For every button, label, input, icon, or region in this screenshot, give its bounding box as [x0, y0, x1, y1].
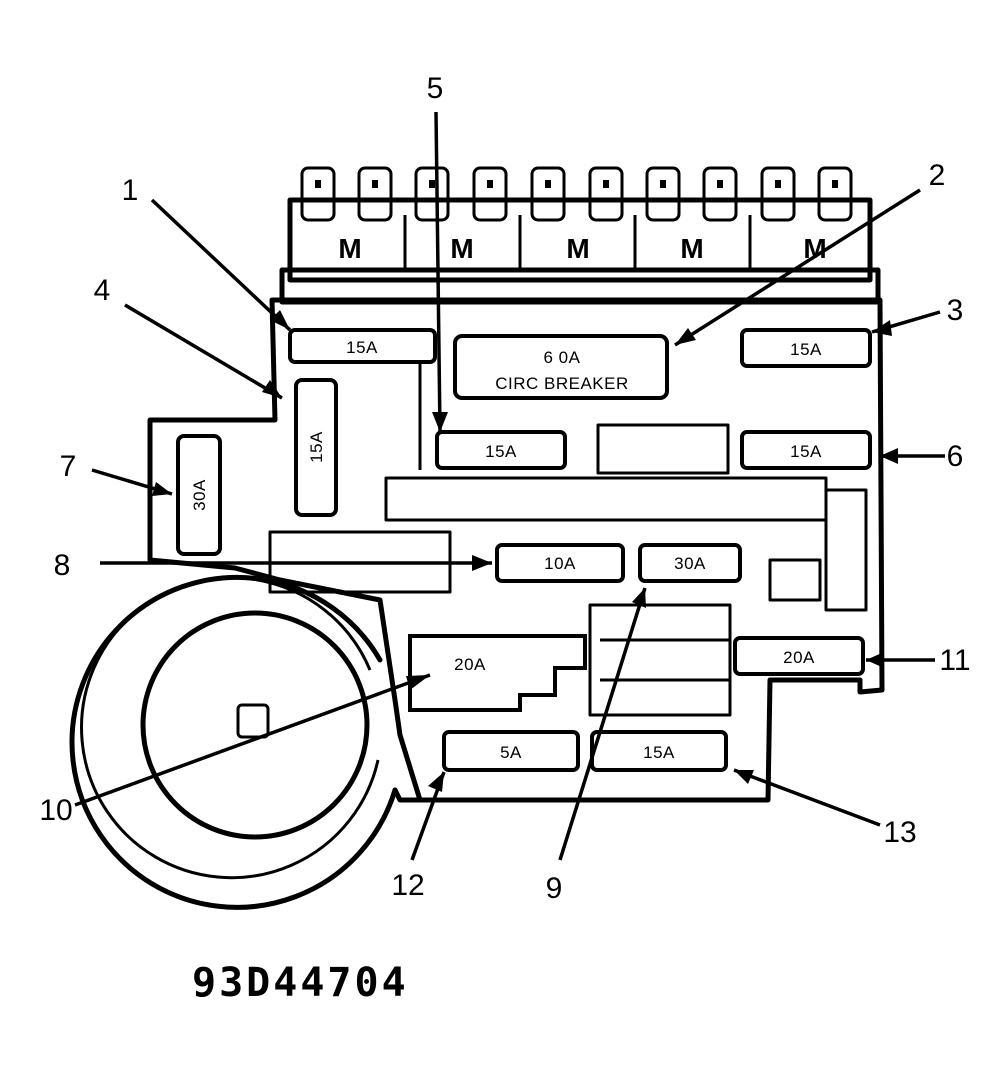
right-relay — [824, 488, 868, 612]
terminal-pin — [545, 180, 551, 188]
fuse-8: 30A — [638, 543, 742, 583]
fuse-6: 30A — [176, 434, 222, 556]
fuse-5-rating: 15A — [307, 431, 326, 463]
leader-5 — [434, 111, 442, 433]
fuse-1-rating: 15A — [346, 338, 378, 357]
connector-terminal — [300, 166, 336, 222]
fuse-9-rating: 20A — [454, 655, 486, 674]
connector-terminal — [702, 166, 738, 222]
callout-5: 5 — [427, 72, 444, 105]
fuse-7-rating: 10A — [544, 554, 576, 573]
connector-mark-5: M — [803, 233, 826, 264]
callout-9: 9 — [546, 872, 563, 905]
callout-7: 7 — [60, 450, 77, 483]
connector-dividers — [403, 215, 752, 270]
terminal-pin — [487, 180, 493, 188]
leader-10 — [74, 673, 431, 807]
fuse-10: 20A — [733, 636, 865, 676]
terminal-pin — [660, 180, 666, 188]
terminal-pin — [429, 180, 435, 188]
small-slot — [768, 558, 822, 602]
callout-4: 4 — [94, 274, 111, 307]
fuse-3: 15A — [740, 328, 872, 368]
connector-slot-lower — [588, 603, 732, 717]
connector-terminal — [588, 166, 624, 222]
fuse-8-rating: 30A — [674, 554, 706, 573]
fuse-4-rating: 15A — [790, 442, 822, 461]
fuse-12: 15A — [590, 730, 728, 772]
terminal-pin — [603, 180, 609, 188]
fuse-3-rating: 15A — [790, 340, 822, 359]
fuse-6-rating: 30A — [190, 479, 209, 511]
leader-lines — [74, 111, 945, 861]
fuse-5: 15A — [294, 378, 338, 517]
fuse-2-rating: 15A — [485, 442, 517, 461]
empty-fuse-slot — [596, 423, 730, 475]
terminal-pin — [832, 180, 838, 188]
figure-id: 93D44704 — [192, 960, 409, 1006]
breaker-rating: 6 0A — [544, 348, 581, 367]
leader-9 — [558, 587, 647, 861]
callout-12: 12 — [391, 869, 424, 902]
callouts: 1 2 3 4 5 6 7 8 9 10 11 12 13 — [39, 72, 970, 905]
terminal-pin — [717, 180, 723, 188]
fuse-11-rating: 5A — [500, 743, 522, 762]
callout-11: 11 — [939, 644, 970, 677]
connector-terminal — [817, 166, 853, 222]
connector-terminal — [530, 166, 566, 222]
steering-column-ring — [69, 574, 423, 910]
fuse-9: 20A — [408, 634, 587, 712]
callout-1: 1 — [122, 174, 139, 207]
panel-housing — [147, 297, 885, 803]
callout-10: 10 — [39, 794, 72, 827]
terminal-pin — [315, 180, 321, 188]
connector-mark-3: M — [566, 233, 589, 264]
callout-8: 8 — [54, 549, 71, 582]
terminal-pin — [775, 180, 781, 188]
connector-mark-4: M — [680, 233, 703, 264]
connector-terminal — [760, 166, 796, 222]
panel-outline — [147, 297, 885, 803]
callout-13: 13 — [883, 816, 916, 849]
leader-4 — [124, 303, 283, 400]
leader-1 — [150, 198, 292, 332]
leader-2 — [674, 188, 921, 347]
connector-mark-1: M — [338, 233, 361, 264]
breaker-label: CIRC BREAKER — [495, 374, 629, 393]
callout-2: 2 — [929, 159, 946, 192]
connector-terminals — [300, 166, 853, 222]
fuse-12-rating: 15A — [643, 743, 675, 762]
center-bar — [384, 476, 828, 522]
column-tab — [236, 703, 270, 739]
fuse-4: 15A — [740, 430, 872, 470]
column-hole — [140, 610, 370, 840]
circuit-breaker: 6 0A CIRC BREAKER — [453, 334, 669, 400]
fuse-1: 15A — [288, 328, 437, 364]
connector-terminal — [472, 166, 508, 222]
leader-13 — [733, 768, 881, 827]
fuse-11: 5A — [442, 730, 580, 772]
callout-6: 6 — [947, 440, 964, 473]
fuse-7: 10A — [495, 543, 625, 583]
connector-terminal — [645, 166, 681, 222]
connector-mark-2: M — [450, 233, 473, 264]
connector-housing — [287, 197, 873, 283]
fuse-2: 15A — [435, 430, 567, 470]
connector-block: M M M M M — [279, 166, 881, 305]
connector-terminal — [357, 166, 393, 222]
callout-3: 3 — [947, 294, 964, 327]
terminal-pin — [372, 180, 378, 188]
fuse-10-rating: 20A — [783, 648, 815, 667]
connector-terminal — [414, 166, 450, 222]
